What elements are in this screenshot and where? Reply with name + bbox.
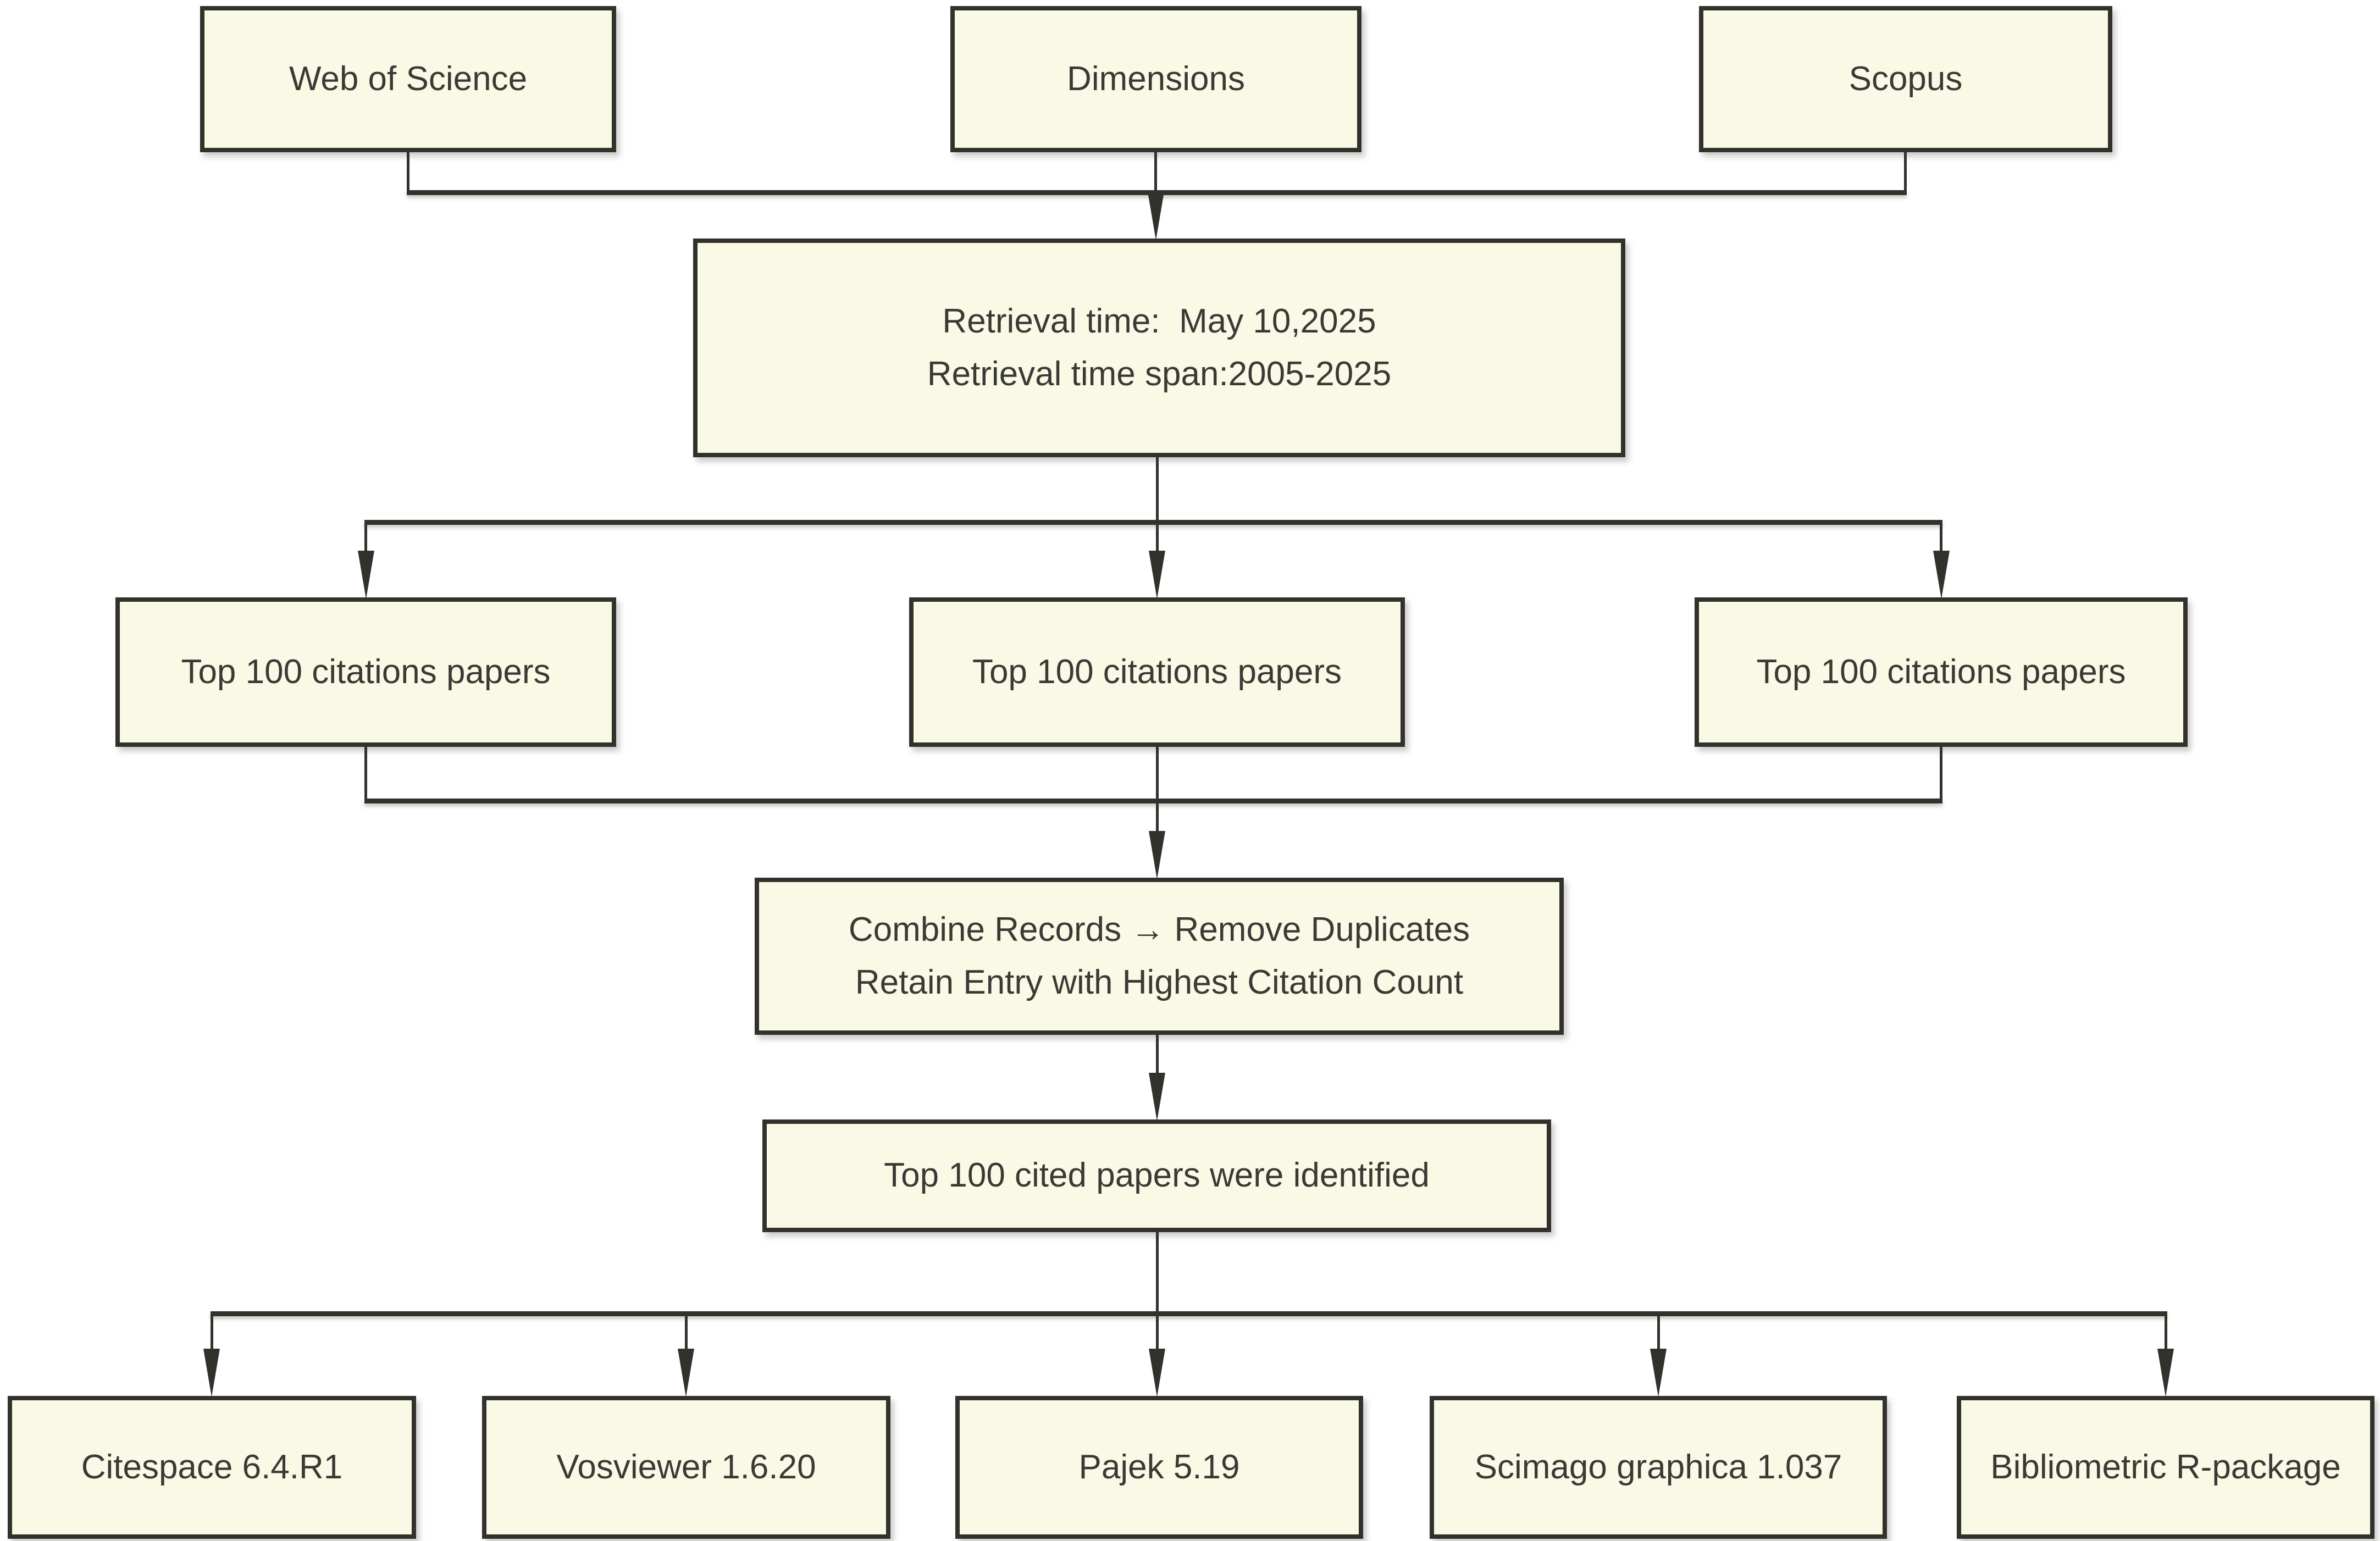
arrowhead-down-icon xyxy=(678,1349,694,1397)
arrowhead-down-icon xyxy=(1148,192,1164,240)
arrowhead-down-icon xyxy=(1149,1073,1165,1121)
edge-line xyxy=(1940,522,1942,556)
node-label: Combine Records → Remove Duplicates Reta… xyxy=(848,910,1470,1001)
arrowhead-down-icon xyxy=(358,551,374,599)
node-label: Web of Science xyxy=(289,59,528,98)
edge-line xyxy=(1156,1313,1159,1351)
edge-line xyxy=(1904,152,1907,195)
edge-line xyxy=(2165,1313,2167,1351)
node-label: Retrieval time: May 10,2025 Retrieval ti… xyxy=(927,302,1392,393)
arrowhead-down-icon xyxy=(1149,551,1165,599)
arrowhead-down-icon xyxy=(1933,551,1950,599)
edge-line xyxy=(407,152,409,195)
node-top100-identified: Top 100 cited papers were identified xyxy=(762,1119,1551,1232)
node-bibliometric-r: Bibliometric R-package xyxy=(1957,1396,2375,1539)
arrowhead-down-icon xyxy=(1149,1349,1165,1397)
arrowhead-down-icon xyxy=(2157,1349,2174,1397)
edge-line xyxy=(1156,1232,1159,1316)
node-label: Top 100 citations papers xyxy=(1756,652,2126,691)
edge-line xyxy=(1156,457,1159,556)
edge-line xyxy=(1156,1035,1159,1076)
node-label: Pajek 5.19 xyxy=(1078,1448,1240,1486)
node-label: Bibliometric R-package xyxy=(1990,1448,2341,1486)
node-label: Top 100 citations papers xyxy=(181,652,551,691)
node-vosviewer: Vosviewer 1.6.20 xyxy=(482,1396,890,1539)
node-label: Scopus xyxy=(1848,59,1963,98)
node-top100-web-of-science: Top 100 citations papers xyxy=(115,597,616,747)
node-citespace: Citespace 6.4.R1 xyxy=(8,1396,416,1539)
node-label: Top 100 cited papers were identified xyxy=(884,1156,1430,1195)
edge-bus-line xyxy=(364,520,1942,525)
node-top100-dimensions: Top 100 citations papers xyxy=(909,597,1405,747)
edge-line xyxy=(364,747,367,803)
node-retrieval-time: Retrieval time: May 10,2025 Retrieval ti… xyxy=(693,239,1625,457)
node-label: Citespace 6.4.R1 xyxy=(81,1448,343,1486)
arrowhead-down-icon xyxy=(1650,1349,1667,1397)
edge-line xyxy=(1156,801,1159,834)
arrowhead-down-icon xyxy=(1149,831,1165,879)
node-scimago-graphica: Scimago graphica 1.037 xyxy=(1430,1396,1887,1539)
node-combine-records: Combine Records → Remove Duplicates Reta… xyxy=(755,878,1564,1035)
node-top100-scopus: Top 100 citations papers xyxy=(1695,597,2188,747)
edge-line xyxy=(1657,1313,1660,1351)
node-label: Top 100 citations papers xyxy=(972,652,1342,691)
edge-bus-line xyxy=(211,1311,2167,1316)
edge-line xyxy=(1156,747,1159,803)
edge-line xyxy=(685,1313,688,1351)
node-label: Dimensions xyxy=(1067,59,1245,98)
edge-line xyxy=(364,522,367,556)
node-dimensions: Dimensions xyxy=(950,6,1361,152)
node-label: Vosviewer 1.6.20 xyxy=(556,1448,816,1486)
edge-line xyxy=(1940,747,1942,803)
arrowhead-down-icon xyxy=(203,1349,220,1397)
node-pajek: Pajek 5.19 xyxy=(955,1396,1363,1539)
node-scopus: Scopus xyxy=(1699,6,2112,152)
node-label: Scimago graphica 1.037 xyxy=(1474,1448,1842,1486)
edge-line xyxy=(1154,152,1157,196)
edge-bus-line xyxy=(364,799,1942,803)
edge-line xyxy=(211,1313,213,1351)
node-web-of-science: Web of Science xyxy=(200,6,616,152)
